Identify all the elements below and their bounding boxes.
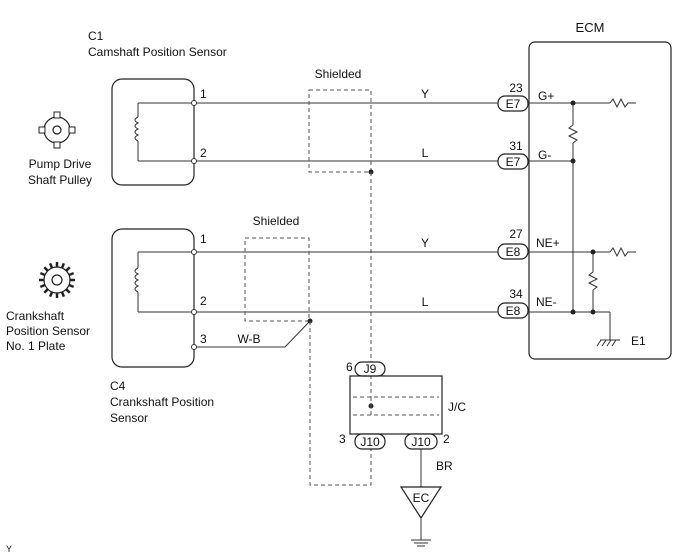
gear-plate-icon (39, 262, 75, 298)
coil-icon (134, 102, 194, 162)
crank-pin-2 (191, 309, 197, 315)
ecm-connector-code: E7 (506, 97, 521, 111)
jc-right-pin: 2 (443, 432, 450, 446)
cam-pin-1 (191, 100, 197, 106)
pulley-label-1: Pump Drive (29, 157, 92, 171)
ecm-pin-number: 27 (509, 227, 523, 241)
cam-sensor-name: Camshaft Position Sensor (88, 45, 227, 59)
ecm-title: ECM (576, 20, 605, 35)
ecm-pin-number: 23 (509, 81, 523, 95)
crank-sensor-name-1: Crankshaft Position (110, 395, 214, 409)
ecm-connector-code: E8 (506, 245, 521, 259)
wire-color-label: Y (421, 87, 429, 101)
junction-label: J/C (448, 400, 466, 414)
ground-point-icon (399, 486, 443, 520)
resistor-icon (567, 124, 579, 144)
corner-mark: Y (6, 544, 12, 554)
jc-right-connector-code: J10 (411, 435, 431, 449)
crank-sensor-name-2: Sensor (110, 411, 148, 425)
wire-color-label: L (422, 146, 429, 160)
crank-pin-2-label: 2 (200, 294, 207, 308)
crank-pin-1 (191, 249, 197, 255)
ecm-connector-code: E7 (506, 155, 521, 169)
ground-icon (596, 339, 620, 347)
junction-box (349, 375, 443, 435)
pulley-icon (38, 111, 76, 149)
resistor-icon (609, 246, 636, 258)
crank-pin-3-label: 3 (200, 332, 207, 346)
ecm-signal-label: NE- (536, 295, 557, 309)
ecm-connector-code: E8 (506, 304, 521, 318)
plate-label-2: Position Sensor (6, 324, 90, 338)
jc-top-connector-code: J9 (364, 362, 377, 376)
cam-pin-2-label: 2 (200, 146, 207, 160)
crank-pin-3 (191, 344, 197, 350)
shield-label: Shielded (315, 67, 362, 81)
wire-color-label: L (422, 295, 429, 309)
wire-crank-3 (196, 320, 311, 348)
crank-sensor-code: C4 (110, 379, 126, 393)
cam-shield-box (308, 89, 372, 173)
ecm-pin-g-minus: 31 E7 G- (497, 139, 551, 170)
cam-pin-1-label: 1 (200, 87, 207, 101)
ecm-pin-g-plus: 23 E7 G+ (497, 81, 554, 112)
shield-label: Shielded (253, 214, 300, 228)
cam-pin-2 (191, 158, 197, 164)
resistor-icon (587, 271, 599, 291)
ecm-signal-label: G+ (538, 89, 554, 103)
jc-left-connector (354, 433, 386, 450)
jc-left-connector-code: J10 (360, 435, 380, 449)
plate-label-3: No. 1 Plate (6, 339, 66, 353)
ecm-signal-label: NE+ (536, 236, 560, 250)
ecm-connector (497, 302, 529, 319)
plate-label-1: Crankshaft (6, 309, 65, 323)
ecm-pin-number: 34 (509, 287, 523, 301)
ecm-internal-circuit: E1 (528, 97, 646, 348)
ecm-ground-label: E1 (631, 334, 646, 348)
jc-top-pin: 6 (346, 360, 353, 374)
wire-color-label: BR (436, 459, 453, 473)
wire-color-label: W-B (237, 332, 260, 346)
ground-icon (411, 539, 431, 547)
crank-pin-1-label: 1 (200, 232, 207, 246)
ecm-signal-label: G- (538, 148, 551, 162)
crank-shield-box (244, 237, 310, 322)
crank-sensor-box (111, 228, 195, 368)
resistor-icon (609, 97, 636, 109)
jc-left-pin: 3 (339, 432, 346, 446)
cam-sensor-code: C1 (88, 29, 104, 43)
cam-sensor-box (111, 78, 195, 186)
ground-point-label: EC (413, 491, 430, 505)
ecm-pin-ne-minus: 34 E8 NE- (497, 287, 557, 319)
ecm-pin-number: 31 (509, 139, 523, 153)
coil-icon (134, 251, 194, 313)
pulley-label-2: Shaft Pulley (28, 173, 92, 187)
crank-shield-drain (309, 321, 372, 486)
ecm-box (528, 41, 672, 360)
wire-color-label: Y (421, 236, 429, 250)
